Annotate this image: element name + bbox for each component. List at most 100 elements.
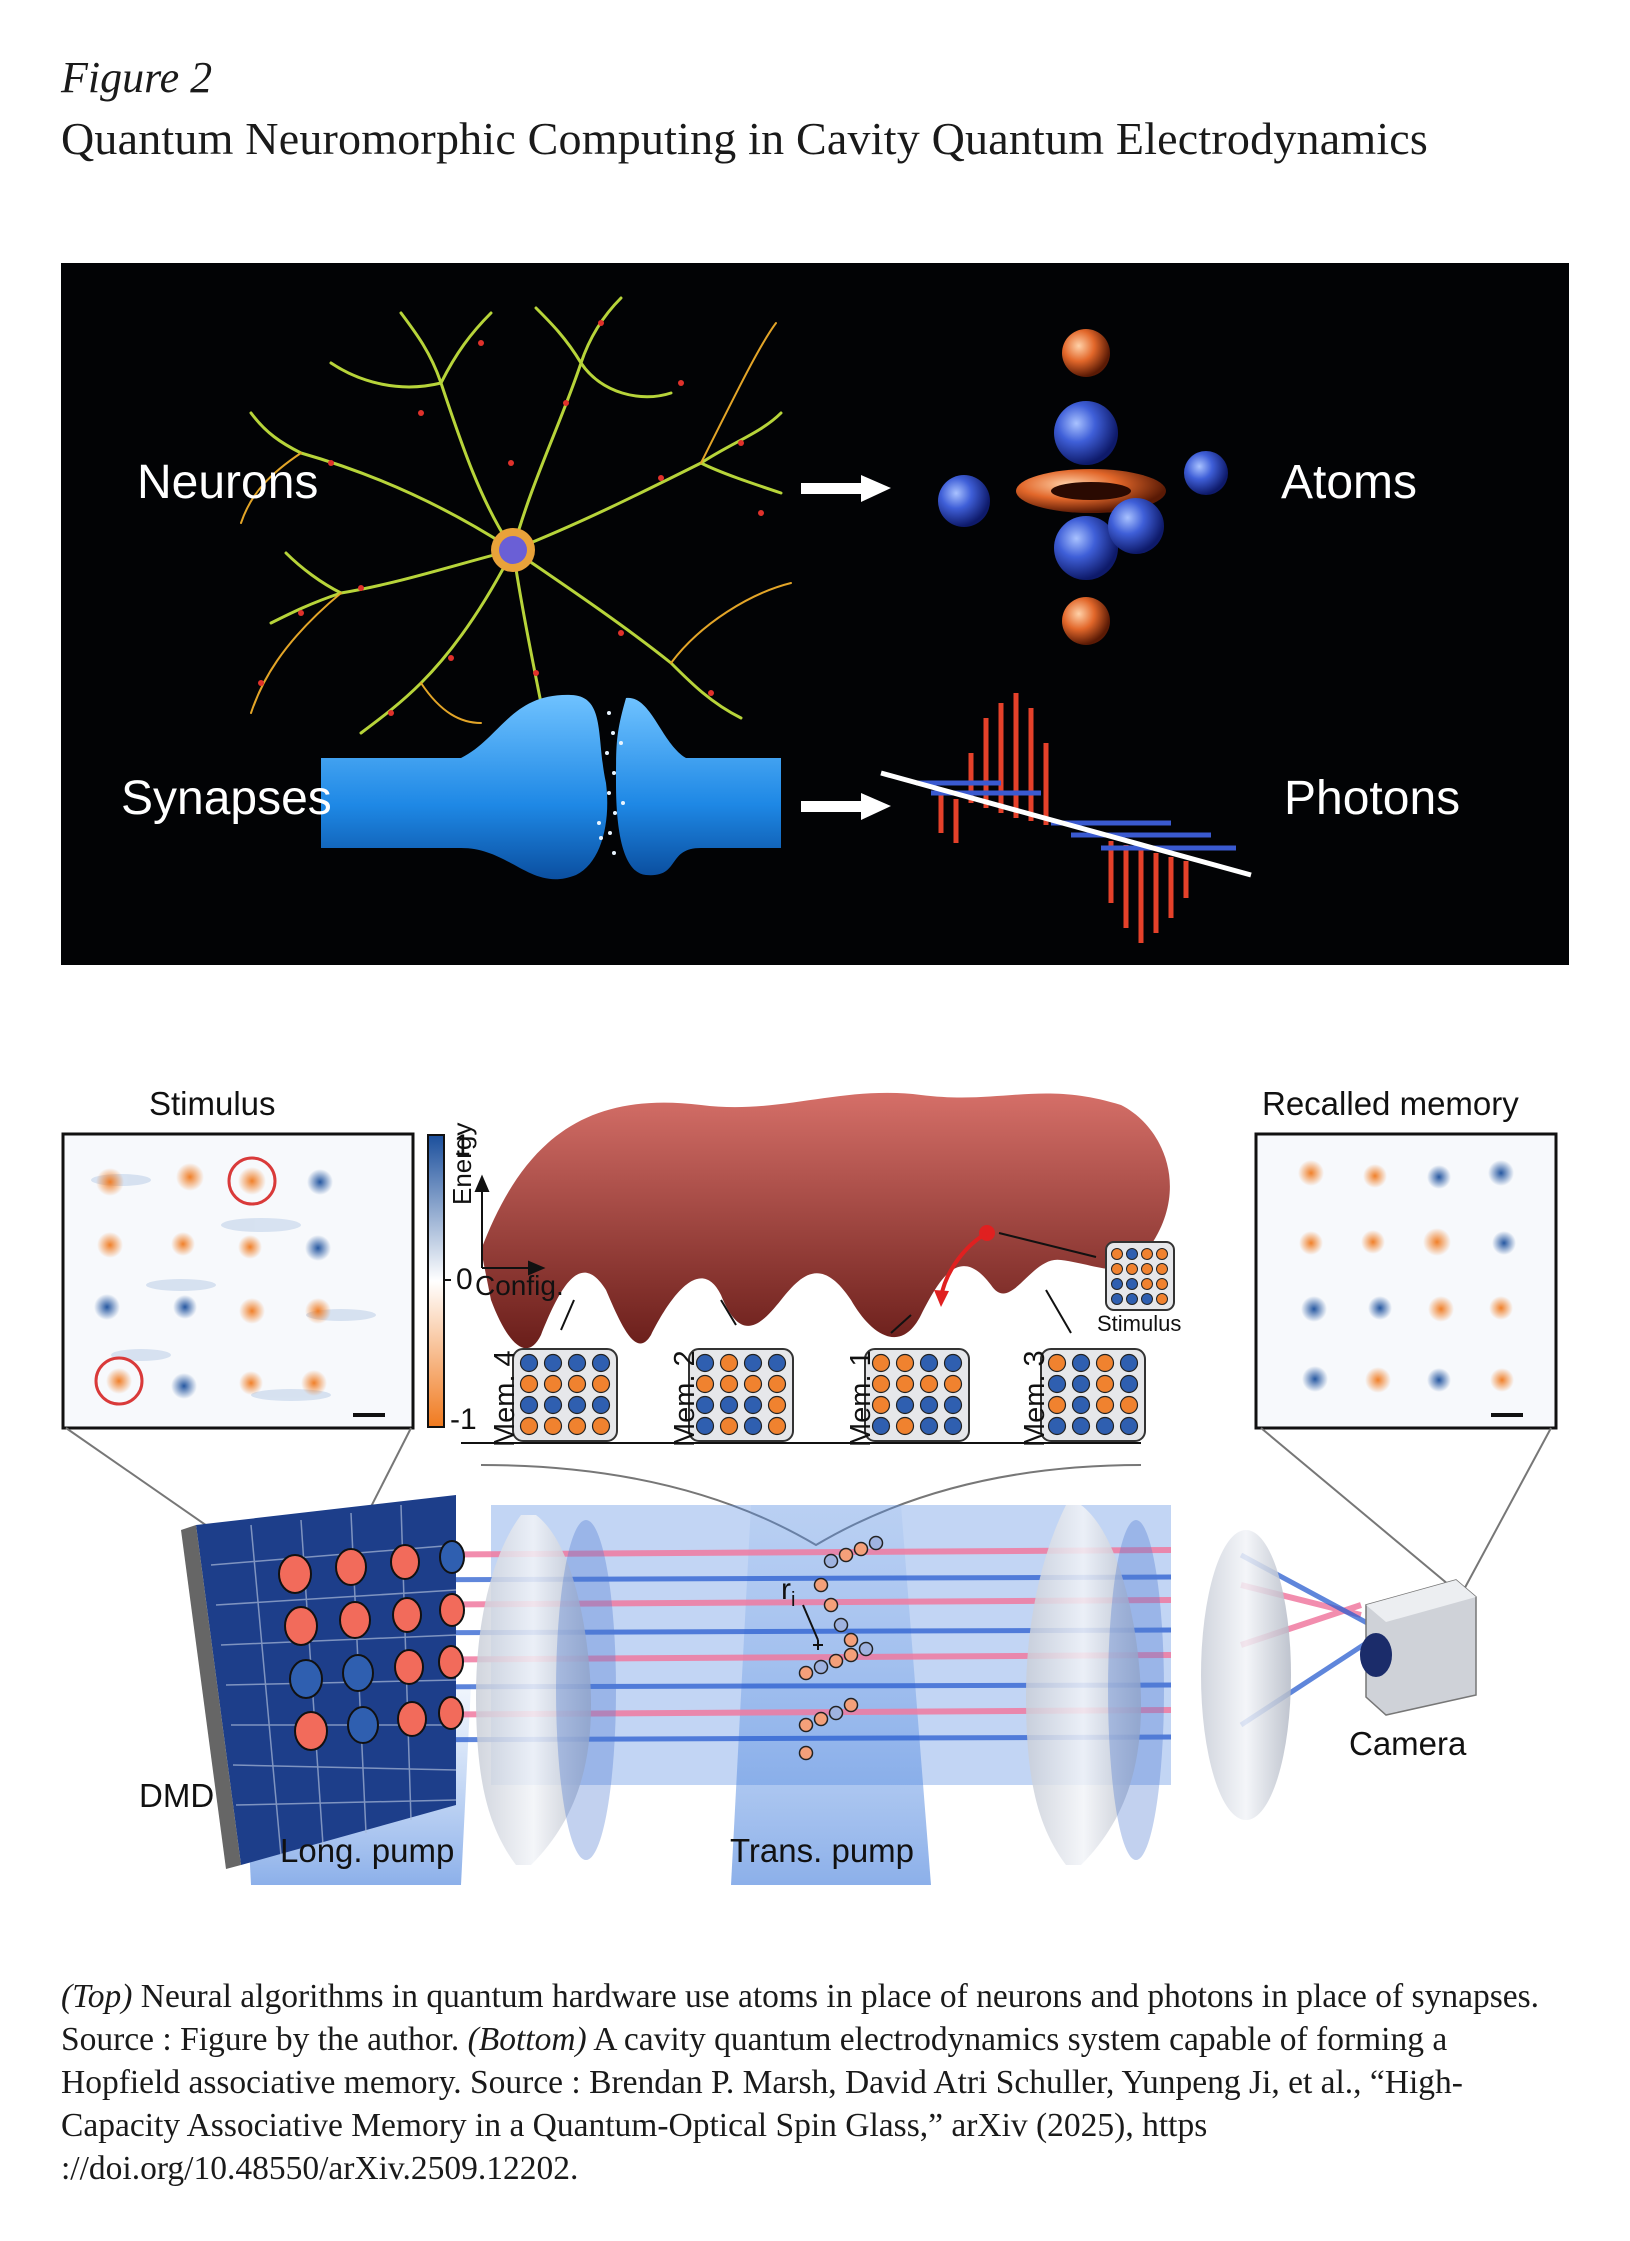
- memory-grid-dot: [871, 1416, 891, 1436]
- memory-grid-dot: [543, 1416, 563, 1436]
- stimulus-small-dot: [1156, 1278, 1168, 1290]
- caption-bottom-text: A cavity quantum electrodynamics system …: [61, 2021, 1463, 2187]
- arrow-synapse-to-photon-icon: [801, 793, 891, 820]
- memory-grid-dot: [1119, 1395, 1139, 1415]
- stimulus-small-dot: [1141, 1278, 1153, 1290]
- cavity-atom: [798, 1745, 814, 1761]
- bottom-illustration-panel: Stimulus Recalled memory 1 0 -1 Energy C…: [61, 1085, 1569, 1885]
- cavity-atom: [823, 1553, 839, 1569]
- arrow-neuron-to-atom-icon: [801, 475, 891, 502]
- atoms-image: [938, 329, 1228, 645]
- cavity-atom: [868, 1535, 884, 1551]
- memory-grid-dot: [895, 1416, 915, 1436]
- cavity-atom: [833, 1617, 849, 1633]
- cavity-atom: [798, 1717, 814, 1733]
- memory-grid-dot: [767, 1374, 787, 1394]
- figure-label: Figure 2: [61, 53, 213, 102]
- memory-grid-dot: [943, 1416, 963, 1436]
- memory-grid-dot: [1071, 1395, 1091, 1415]
- memory-grid-frame: [1040, 1348, 1146, 1442]
- memory-grid-dot: [871, 1374, 891, 1394]
- memory-grid-frame: [864, 1348, 970, 1442]
- recalled-memory-image: [1254, 1132, 1558, 1430]
- stimulus-small-dot: [1111, 1278, 1123, 1290]
- memory-grid-dot: [1047, 1416, 1067, 1436]
- memory-grid-dot: [567, 1395, 587, 1415]
- memory-grid-dot: [719, 1395, 739, 1415]
- memory-grid-dot: [767, 1395, 787, 1415]
- memory-grid-dot: [1071, 1374, 1091, 1394]
- stimulus-small-dot: [1111, 1263, 1123, 1275]
- memory-grid-dot: [719, 1416, 739, 1436]
- output-lens: [1201, 1530, 1291, 1820]
- memory-grid-dot: [871, 1395, 891, 1415]
- memory-grid-dot: [695, 1374, 715, 1394]
- bottom-illustration: [61, 1092, 1558, 1885]
- cavity-atom: [813, 1659, 829, 1675]
- colorbar: [427, 1134, 451, 1428]
- mem-4-label: Mem. 4: [489, 1350, 521, 1447]
- caption-bottom-tag: (Bottom): [467, 2021, 587, 2058]
- memory-grid-dot: [919, 1353, 939, 1373]
- memory-grid-dot: [1119, 1374, 1139, 1394]
- stimulus-small-dot: [1141, 1248, 1153, 1260]
- cavity-atom: [858, 1641, 874, 1657]
- stimulus-small-dot: [1156, 1293, 1168, 1305]
- memory-grid-dot: [591, 1374, 611, 1394]
- memory-grid-dot: [519, 1416, 539, 1436]
- state-ball-arrow: [934, 1225, 995, 1307]
- memory-grid-dot: [567, 1353, 587, 1373]
- cavity-atom: [813, 1711, 829, 1727]
- neuron-image: [240, 296, 792, 735]
- dmd-label: DMD: [139, 1777, 215, 1814]
- memory-grid-dot: [719, 1353, 739, 1373]
- colorbar-tick-1: 1: [454, 1129, 471, 1162]
- memory-grid-dot: [943, 1353, 963, 1373]
- memory-grid-dot: [1095, 1374, 1115, 1394]
- cavity-atom: [843, 1697, 859, 1713]
- memory-grid-dot: [895, 1353, 915, 1373]
- memory-grid-dot: [1071, 1353, 1091, 1373]
- stimulus-image: [61, 1132, 415, 1430]
- memory-grid-dot: [895, 1395, 915, 1415]
- memory-grid-dot: [743, 1374, 763, 1394]
- memory-grid-dot: [743, 1353, 763, 1373]
- memory-grid-dot: [895, 1374, 915, 1394]
- energy-config-axes: [474, 1174, 546, 1276]
- dmd-mirror: [181, 1495, 465, 1869]
- figure-caption: (Top) Neural algorithms in quantum hardw…: [61, 1975, 1571, 2190]
- r-vector-label: ri: [781, 1573, 796, 1611]
- cavity-atom: [828, 1653, 844, 1669]
- cavity-atom: [828, 1705, 844, 1721]
- recalled-memory-title: Recalled memory: [1262, 1085, 1519, 1122]
- label-neurons: Neurons: [137, 456, 319, 509]
- memory-grid-dot: [543, 1395, 563, 1415]
- memory-grid-dot: [1047, 1374, 1067, 1394]
- r-vector-arrow: [802, 1604, 823, 1650]
- colorbar-tick-0: 0: [456, 1263, 473, 1296]
- cavity-atom: [823, 1597, 839, 1613]
- config-axis-label: Config.: [475, 1270, 564, 1301]
- cavity-atom: [798, 1665, 814, 1681]
- top-illustration: [240, 296, 1252, 943]
- memory-grid-dot: [743, 1416, 763, 1436]
- memory-grid-dot: [1095, 1416, 1115, 1436]
- cavity-atom: [813, 1577, 829, 1593]
- memory-grid-dot: [943, 1374, 963, 1394]
- stimulus-small-grid: [1105, 1241, 1175, 1311]
- photons-image: [880, 693, 1252, 943]
- memory-grid-dot: [567, 1416, 587, 1436]
- figure-title: Quantum Neuromorphic Computing in Cavity…: [61, 113, 1429, 164]
- mem-2-label: Mem. 2: [669, 1350, 701, 1447]
- colorbar-tick-minus-1: -1: [450, 1403, 477, 1436]
- stimulus-small-grid-dots: [1111, 1248, 1168, 1305]
- cavity-atoms: [798, 1535, 884, 1761]
- top-illustration-panel: Neurons Atoms Synapses Photons: [61, 263, 1569, 965]
- memory-grid-dot: [695, 1416, 715, 1436]
- stimulus-small-dot: [1141, 1263, 1153, 1275]
- memory-grid-dot: [695, 1395, 715, 1415]
- cavity-atom: [843, 1647, 859, 1663]
- memory-grid-dot: [1119, 1353, 1139, 1373]
- cavity-atom: [843, 1632, 859, 1648]
- cavity-mirror-right: [1026, 1505, 1164, 1865]
